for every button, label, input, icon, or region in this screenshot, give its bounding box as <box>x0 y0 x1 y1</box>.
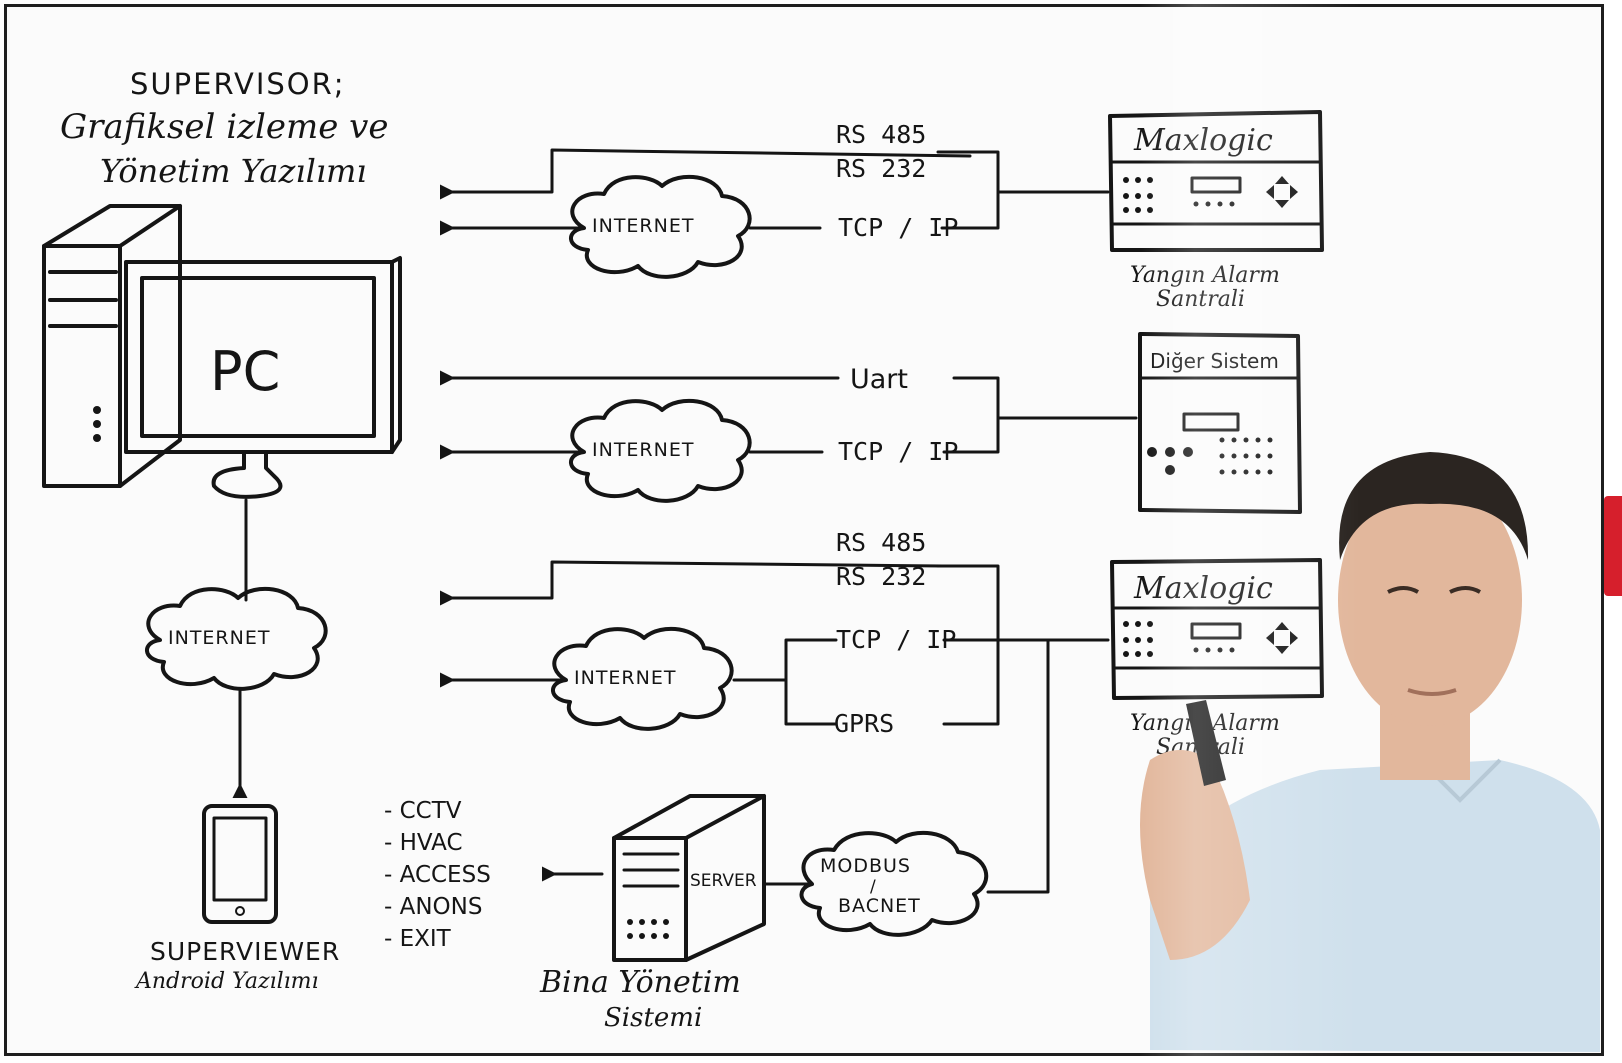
internet-label-row3: INTERNET <box>574 667 676 689</box>
superviewer-subtitle: Android Yazılımı <box>134 969 319 994</box>
bms-item-anons: - ANONS <box>384 894 482 920</box>
bms-caption-2: Sistemi <box>604 1003 702 1033</box>
superviewer-title: SUPERVIEWER <box>150 937 340 966</box>
supervisor-subtitle-1: Grafiksel izleme ve <box>60 107 389 147</box>
internet-cloud-row3: INTERNET <box>551 626 734 731</box>
server-label: SERVER <box>690 871 757 891</box>
internet-label-mobile: INTERNET <box>168 627 270 649</box>
bacnet-label: BACNET <box>838 895 921 917</box>
row1-connections: RS 485 RS 232 TCP / IP <box>440 120 1110 242</box>
modbus-bacnet-cloud: MODBUS / BACNET <box>799 830 989 937</box>
server-icon: SERVER <box>612 794 766 962</box>
person-illustration <box>1140 0 1600 1063</box>
row2-connections: Uart TCP / IP <box>440 364 1138 466</box>
smartphone-icon <box>202 804 278 924</box>
row3-rs485-label: RS 485 <box>836 528 926 557</box>
bms-item-hvac: - HVAC <box>384 830 463 856</box>
bms-item-access: - ACCESS <box>384 862 491 888</box>
row3-connections: RS 485 RS 232 TCP / IP GPRS <box>440 528 1110 894</box>
row3-tcpip-label: TCP / IP <box>836 625 956 654</box>
row3-rs232-label: RS 232 <box>836 562 926 591</box>
bms-items-list: - CCTV - HVAC - ACCESS - ANONS - EXIT <box>384 798 491 952</box>
internet-label-row2: INTERNET <box>592 439 694 461</box>
pc-monitor-icon <box>124 256 402 499</box>
modbus-label: MODBUS <box>820 855 911 877</box>
row2-uart-label: Uart <box>850 364 908 395</box>
row1-rs485-label: RS 485 <box>836 120 926 149</box>
bms-item-exit: - EXIT <box>384 926 452 952</box>
row1-rs232-label: RS 232 <box>836 154 926 183</box>
row1-tcpip-label: TCP / IP <box>838 213 958 242</box>
supervisor-title: SUPERVISOR; <box>130 67 346 101</box>
pc-label: PC <box>210 340 280 403</box>
accent-tab <box>1604 496 1622 596</box>
row2-tcpip-label: TCP / IP <box>838 437 958 466</box>
pc-computer: PC <box>42 204 402 499</box>
internet-cloud-row2: INTERNET <box>569 398 752 503</box>
internet-label-row1: INTERNET <box>592 215 694 237</box>
internet-cloud-mobile: INTERNET <box>145 586 328 691</box>
supervisor-caption: SUPERVISOR; Grafiksel izleme ve Yönetim … <box>60 67 389 190</box>
modbus-separator: / <box>870 877 876 897</box>
bms-item-cctv: - CCTV <box>384 798 462 824</box>
mobile-connection <box>232 498 248 798</box>
internet-cloud-row1: INTERNET <box>569 174 752 279</box>
pc-tower-icon <box>42 204 182 488</box>
bms-caption-1: Bina Yönetim <box>539 965 741 1000</box>
supervisor-subtitle-2: Yönetim Yazılımı <box>100 152 367 190</box>
row3-gprs-label: GPRS <box>834 709 894 738</box>
